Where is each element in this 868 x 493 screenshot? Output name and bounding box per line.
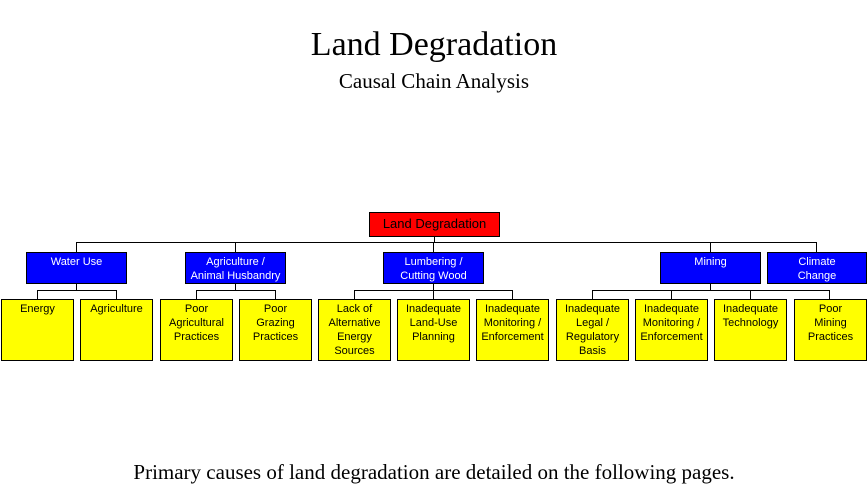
cause-poor-grazing-practices: Poor Grazing Practices [239, 299, 312, 361]
connector-cat-4 [816, 242, 817, 252]
connector-leaf-8 [671, 290, 672, 299]
connector-leaf-7 [592, 290, 593, 299]
category-lumbering-cutting-wood: Lumbering / Cutting Wood [383, 252, 484, 284]
cause-inadequate-land-use-planning: Inadequate Land-Use Planning [397, 299, 470, 361]
connector-cat-2-down [433, 283, 434, 291]
connector-root-down [434, 236, 435, 243]
connector-leaf-2 [196, 290, 197, 299]
connector-cat-2 [433, 242, 434, 252]
connector-leaf-5 [433, 290, 434, 299]
connector-category-bus [76, 242, 817, 243]
connector-cat-3 [710, 242, 711, 252]
cause-inadequate-legal-regulatory-basis: Inadequate Legal / Regulatory Basis [556, 299, 629, 361]
cause-poor-mining-practices: Poor Mining Practices [794, 299, 867, 361]
connector-leaf-0 [37, 290, 38, 299]
page-subtitle: Causal Chain Analysis [338, 69, 530, 93]
cause-inadequate-monitoring-enforcement-mining: Inadequate Monitoring / Enforcement [635, 299, 708, 361]
cause-lack-of-alternative-energy-sources: Lack of Alternative Energy Sources [318, 299, 391, 361]
category-water-use: Water Use [26, 252, 127, 284]
category-mining: Mining [660, 252, 761, 284]
connector-cat-1-down [235, 283, 236, 291]
cause-energy: Energy [1, 299, 74, 361]
connector-cat-0-down [76, 283, 77, 291]
category-agriculture-animal-husbandry: Agriculture / Animal Husbandry [185, 252, 286, 284]
category-climate-change: Climate Change [767, 252, 867, 284]
connector-leaf-10 [829, 290, 830, 299]
connector-leaf-6 [512, 290, 513, 299]
cause-agriculture: Agriculture [80, 299, 153, 361]
page-title: Land Degradation [310, 26, 558, 63]
connector-cat-3-bus [592, 290, 830, 291]
root-node-land-degradation: Land Degradation [369, 212, 500, 237]
connector-leaf-3 [275, 290, 276, 299]
connector-leaf-4 [354, 290, 355, 299]
cause-inadequate-monitoring-enforcement-lumbering: Inadequate Monitoring / Enforcement [476, 299, 549, 361]
connector-leaf-9 [750, 290, 751, 299]
footer-note: Primary causes of land degradation are d… [133, 460, 735, 484]
cause-poor-agricultural-practices: Poor Agricultural Practices [160, 299, 233, 361]
connector-leaf-1 [116, 290, 117, 299]
connector-cat-1 [235, 242, 236, 252]
connector-cat-0-bus [37, 290, 116, 291]
connector-cat-3-down [710, 283, 711, 291]
connector-cat-0 [76, 242, 77, 252]
cause-inadequate-technology: Inadequate Technology [714, 299, 787, 361]
connector-cat-1-bus [196, 290, 275, 291]
